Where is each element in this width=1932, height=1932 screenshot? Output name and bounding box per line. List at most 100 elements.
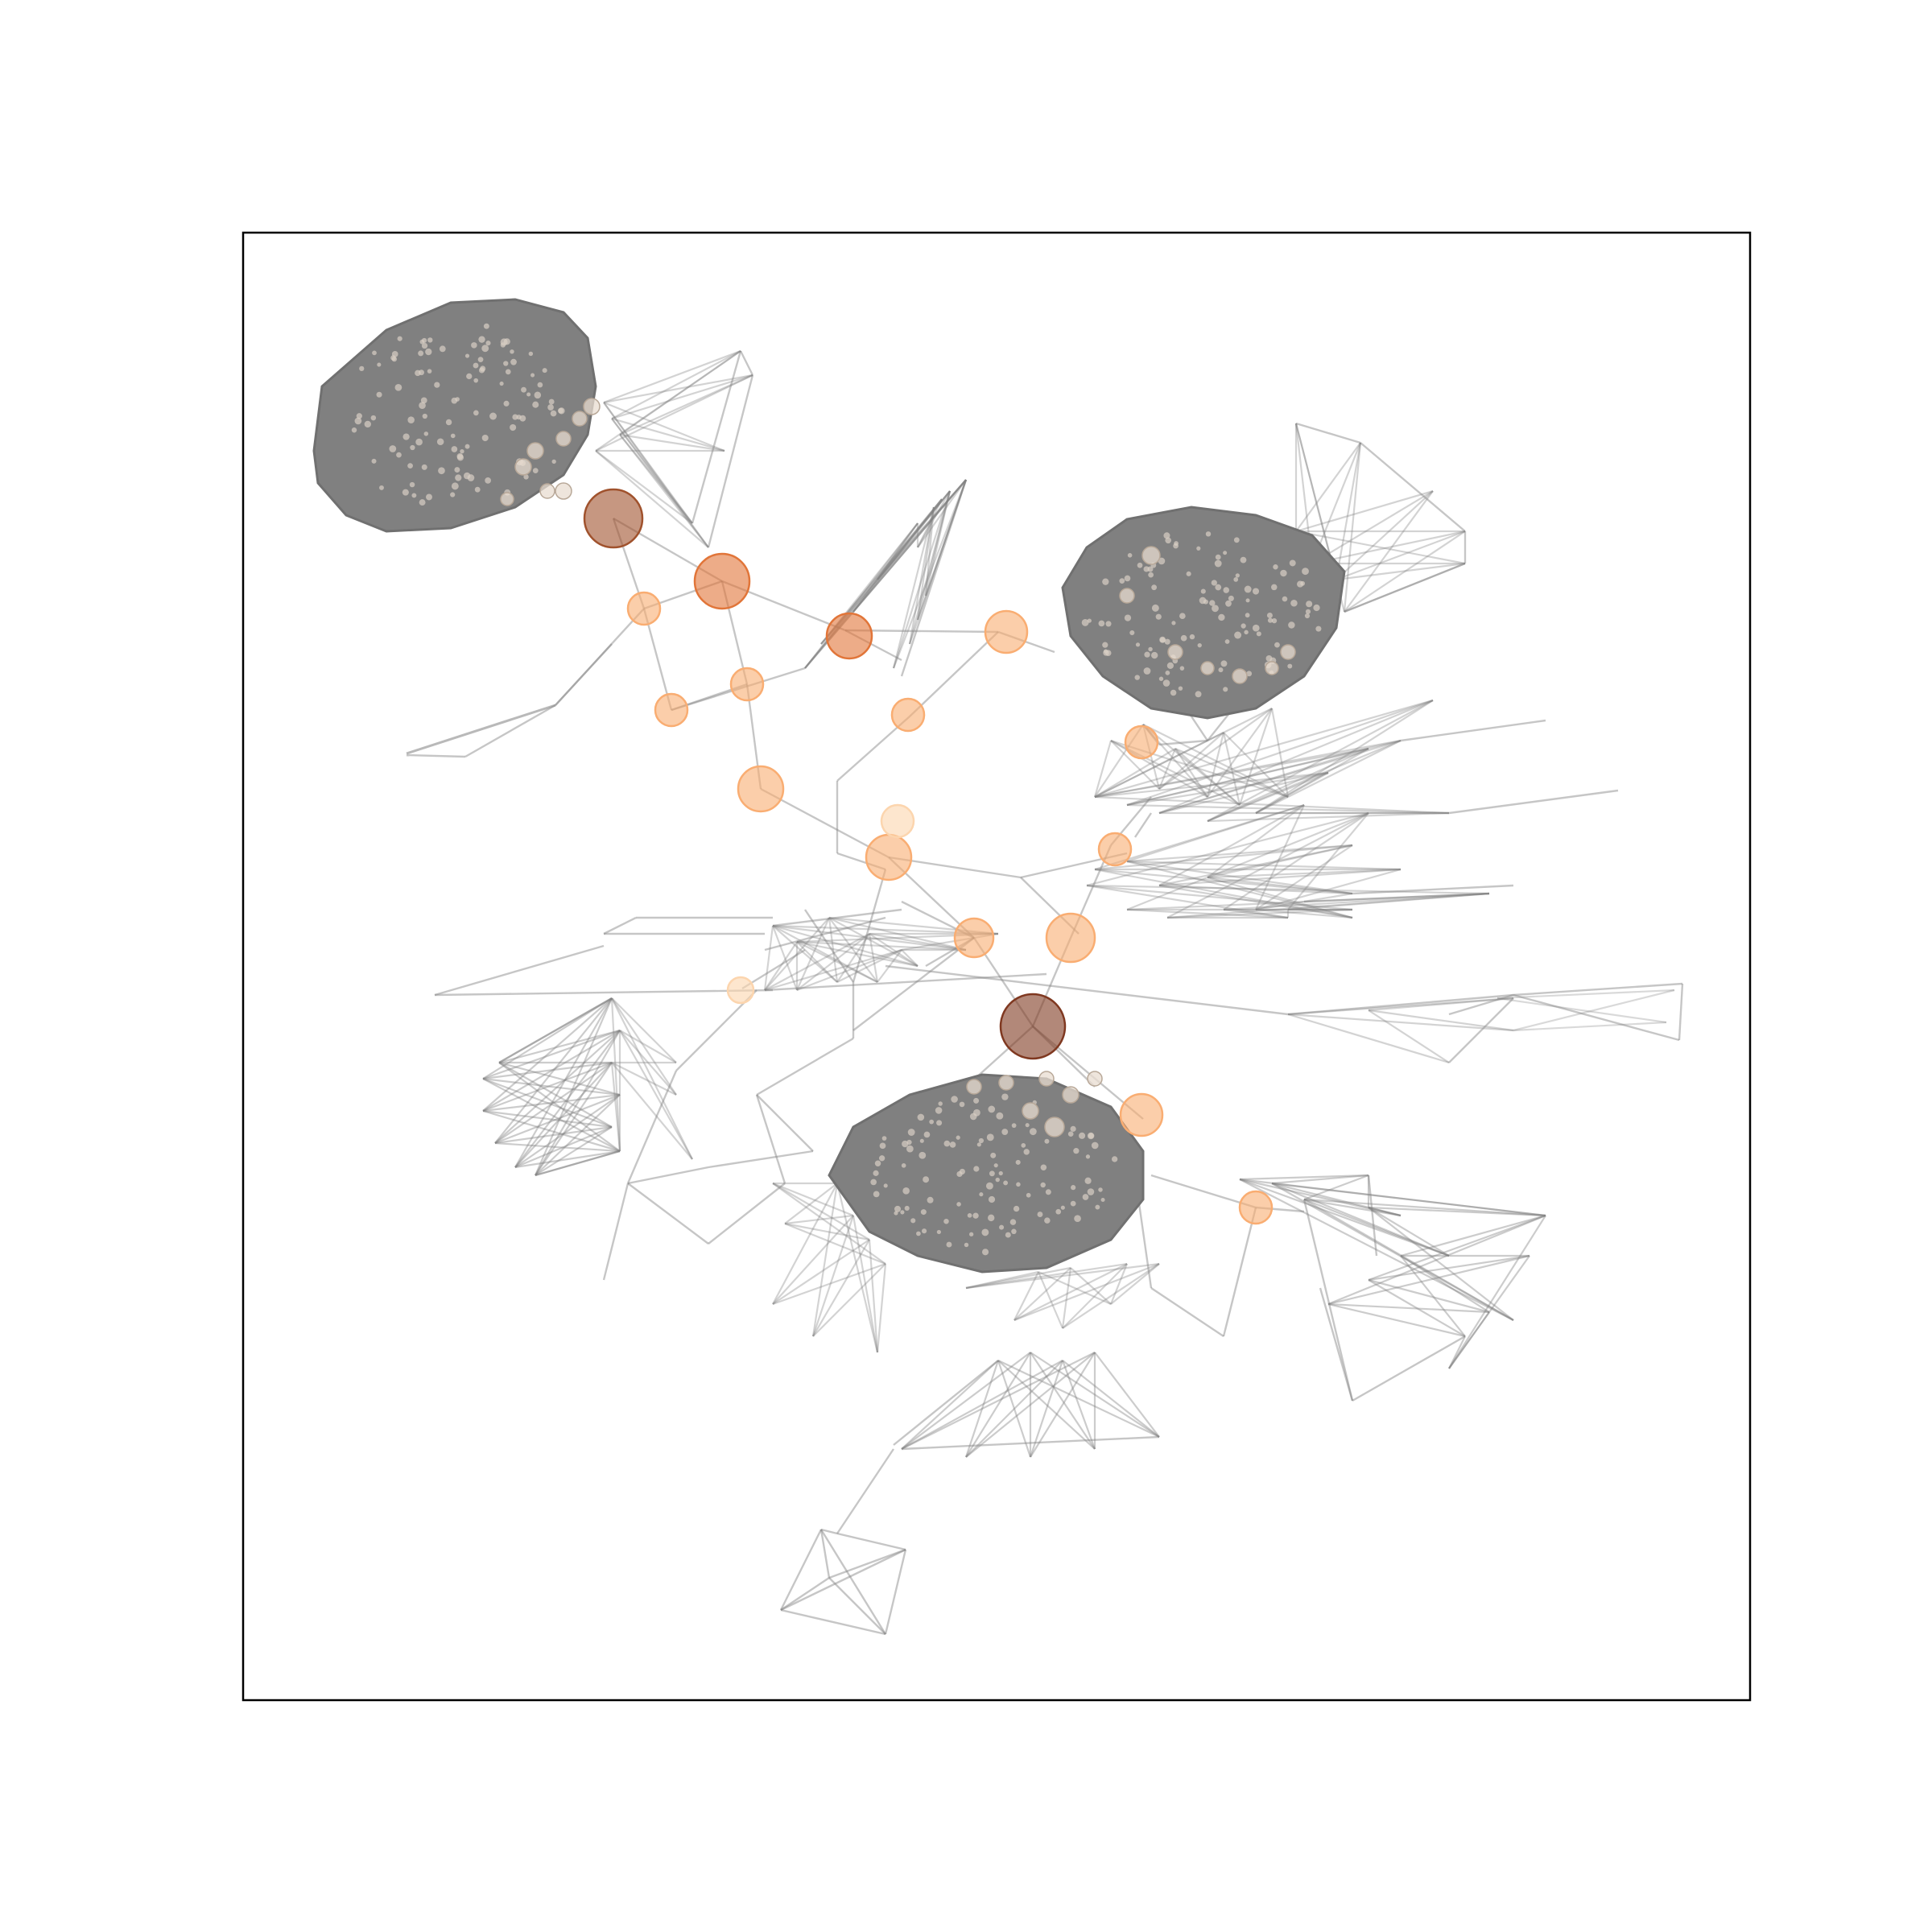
minor-node [547, 404, 554, 411]
edge [784, 1183, 838, 1224]
edge [1126, 803, 1305, 863]
cluster-hub-node [1141, 546, 1161, 565]
minor-node [1098, 620, 1105, 627]
edge [1142, 724, 1289, 798]
edge [1030, 1352, 1160, 1438]
edge [1207, 844, 1353, 879]
edge [771, 925, 799, 991]
edge [764, 916, 886, 952]
edge [1368, 1254, 1530, 1282]
edge [627, 1183, 709, 1245]
edge [1110, 1263, 1160, 1305]
cluster-hub-node [583, 398, 601, 415]
edge [619, 433, 725, 452]
edge [1126, 860, 1353, 919]
minor-node [1044, 1217, 1051, 1224]
edge [811, 1183, 839, 1337]
edge [482, 1029, 621, 1080]
cluster-top-right [1061, 506, 1346, 720]
edge [739, 350, 754, 376]
minor-node [1223, 551, 1228, 555]
minor-node [1060, 1205, 1065, 1210]
minor-node [1195, 691, 1202, 698]
minor-node [542, 368, 547, 374]
cluster-hub-node [539, 483, 555, 499]
edge [1126, 860, 1353, 895]
edge [626, 1070, 678, 1184]
minor-node [503, 361, 509, 366]
edge [812, 1239, 870, 1337]
node-n17 [1097, 832, 1133, 867]
minor-node [1273, 564, 1278, 570]
minor-node [359, 365, 365, 372]
minor-node [894, 1211, 898, 1216]
edge [1303, 1198, 1402, 1217]
edge [884, 1549, 907, 1635]
minor-node [1011, 1123, 1017, 1129]
edge [1223, 908, 1289, 919]
edge [514, 1030, 621, 1168]
minor-node [1015, 1159, 1021, 1165]
edge [619, 350, 741, 436]
minor-node [946, 1241, 952, 1248]
edge [1094, 868, 1353, 919]
minor-node [993, 1163, 998, 1168]
cluster-hub-node [1062, 1086, 1080, 1104]
minor-node [1271, 617, 1278, 624]
minor-node [1045, 1189, 1051, 1195]
minor-node [1151, 604, 1159, 612]
edge [892, 506, 935, 669]
minor-node [873, 1191, 880, 1198]
edge [917, 498, 943, 548]
edge [1094, 844, 1353, 871]
minor-node [1287, 663, 1293, 669]
minor-node [354, 417, 362, 425]
minor-node [481, 434, 489, 442]
edge [1223, 892, 1490, 911]
edge [1030, 1352, 1096, 1458]
minor-node [550, 410, 557, 417]
cluster-hub-node [1044, 1117, 1065, 1137]
minor-node [1100, 1197, 1105, 1203]
edge [852, 498, 943, 613]
edge [1207, 739, 1402, 823]
minor-node [456, 453, 464, 460]
edge [482, 1030, 621, 1112]
edge [1150, 1174, 1257, 1209]
edge [780, 1577, 830, 1611]
edge [1448, 1215, 1546, 1369]
edge [482, 1061, 613, 1113]
edge [1038, 1270, 1112, 1306]
edge [828, 1548, 906, 1579]
edge [900, 479, 968, 677]
minor-node [1225, 600, 1232, 607]
edge [1094, 795, 1450, 815]
minor-node [1079, 1132, 1086, 1139]
edge [514, 997, 613, 1168]
minor-node [916, 1231, 921, 1236]
minor-node [455, 474, 462, 481]
minor-node [1180, 634, 1187, 642]
minor-node [510, 358, 517, 365]
edge [924, 490, 952, 597]
minor-node [389, 445, 397, 452]
minor-node [485, 341, 491, 346]
minor-node [1179, 666, 1185, 671]
edge [869, 933, 919, 967]
minor-node [1070, 1200, 1076, 1207]
minor-node [1215, 584, 1222, 591]
edge [691, 350, 742, 524]
minor-node [1196, 546, 1201, 551]
edge [1368, 1206, 1546, 1217]
edge [828, 916, 967, 952]
edge [764, 917, 830, 991]
minor-node [466, 373, 473, 380]
minor-node [411, 493, 417, 498]
edge [611, 417, 725, 452]
edge [1287, 997, 1514, 1016]
edge [464, 704, 556, 758]
edge [1311, 530, 1466, 565]
edge [1158, 884, 1353, 895]
minor-node [1164, 638, 1170, 645]
minor-node [397, 336, 402, 341]
